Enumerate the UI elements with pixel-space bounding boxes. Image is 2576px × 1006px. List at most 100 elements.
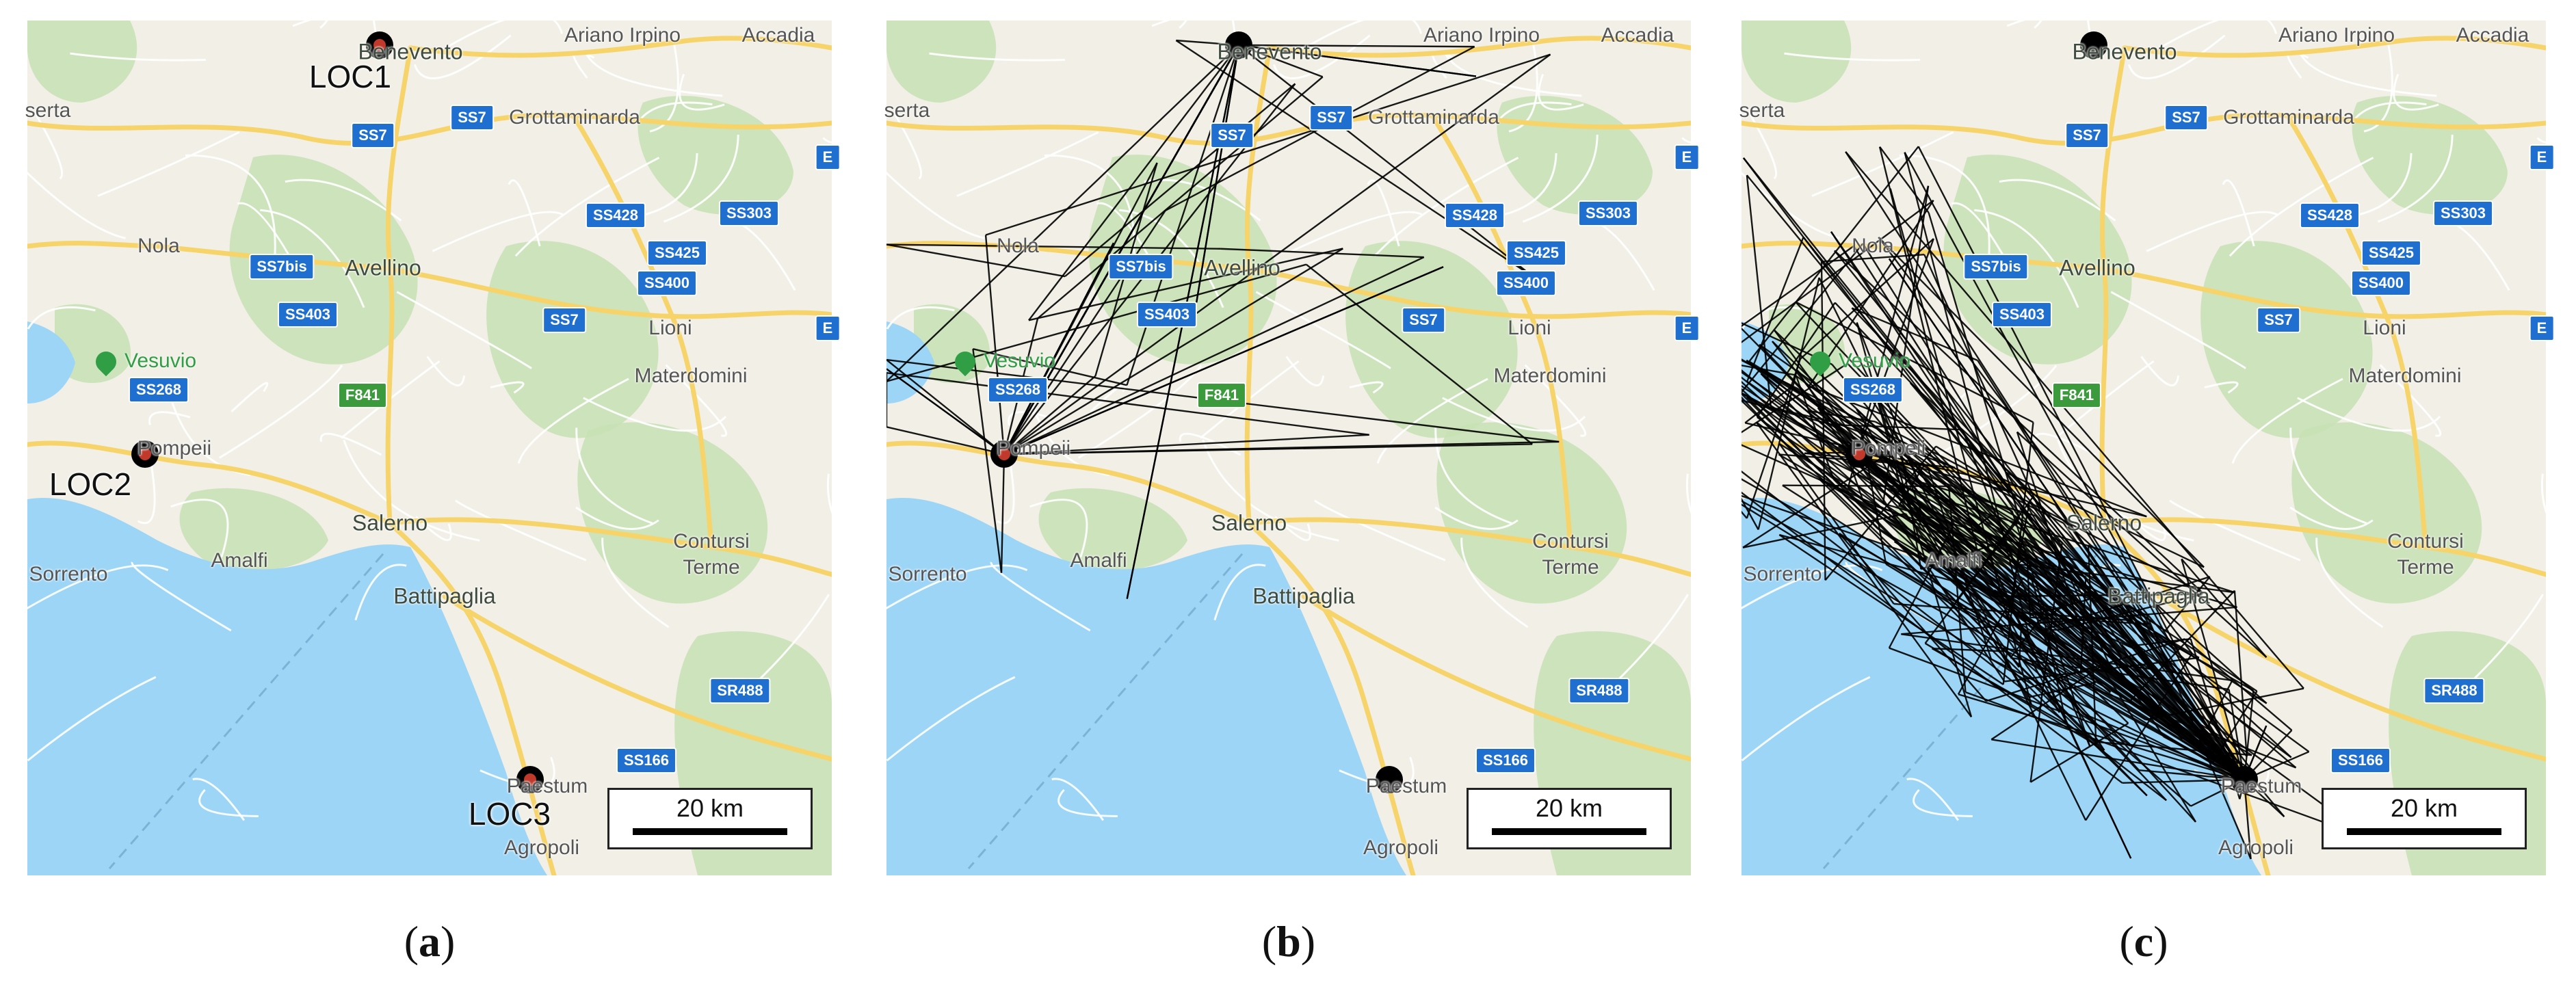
minor-road bbox=[27, 306, 96, 330]
place-label-materdomini: Materdomini bbox=[1493, 365, 1607, 387]
minor-road bbox=[2289, 427, 2367, 525]
road-shield-ss303: SS303 bbox=[718, 200, 780, 226]
scalebar-label: 20 km bbox=[2390, 794, 2458, 822]
trajectory-segment bbox=[1742, 243, 1864, 394]
trajectory-segment bbox=[1854, 238, 1934, 461]
marker-loc1[interactable] bbox=[1225, 31, 1252, 59]
marker-loc1-dot bbox=[373, 39, 386, 51]
minor-road bbox=[1906, 778, 1960, 821]
road-shield-ss7: SS7 bbox=[1402, 307, 1445, 333]
trajectory-segment bbox=[2120, 644, 2230, 755]
minor-road bbox=[415, 516, 452, 542]
minor-road bbox=[70, 52, 207, 62]
main-road bbox=[1742, 112, 2546, 146]
trajectory-segment bbox=[1028, 248, 1343, 321]
place-label-amalfi: Amalfi bbox=[1070, 549, 1127, 572]
trajectory-segment bbox=[1742, 365, 1796, 376]
main-road bbox=[1301, 594, 1691, 762]
minor-road bbox=[638, 101, 713, 122]
road-shield-f841: F841 bbox=[1196, 382, 1247, 408]
minor-road bbox=[601, 538, 670, 628]
trajectory-segment bbox=[1175, 40, 1535, 278]
road-shield-a16: E bbox=[815, 315, 841, 341]
minor-road bbox=[1442, 397, 1586, 432]
minor-road bbox=[1742, 171, 1840, 239]
park-area bbox=[27, 21, 137, 103]
trajectory-segment bbox=[1889, 188, 2032, 705]
road-shield-a16: E bbox=[2529, 315, 2555, 341]
main-road bbox=[2094, 265, 2546, 319]
trajectory-lines bbox=[1742, 146, 2371, 860]
minor-road bbox=[2157, 21, 2278, 50]
minor-road bbox=[2055, 360, 2155, 439]
trajectory-segment bbox=[1959, 484, 2063, 544]
minor-road bbox=[663, 134, 739, 223]
main-road bbox=[27, 112, 832, 146]
park-area bbox=[179, 488, 328, 571]
trajectory-segment bbox=[1003, 53, 1551, 455]
trajectory-segment bbox=[1742, 362, 1848, 434]
place-label-avellino: Avellino bbox=[2059, 255, 2135, 280]
minor-road bbox=[1367, 179, 1400, 247]
minor-road bbox=[1497, 101, 1572, 122]
road-shield-ss428: SS428 bbox=[1444, 202, 1506, 228]
trajectory-segment bbox=[1003, 266, 1444, 455]
park-area bbox=[2291, 422, 2482, 604]
marker-loc1[interactable] bbox=[2080, 31, 2107, 59]
road-shield-ss7: SS7 bbox=[351, 122, 395, 148]
place-label-terme: Terme bbox=[683, 556, 740, 579]
minor-road bbox=[583, 397, 727, 432]
trajectory-segment bbox=[1742, 512, 1906, 548]
sea-area bbox=[886, 498, 1406, 875]
poi-vesuvio[interactable]: Vesuvio bbox=[950, 347, 1055, 377]
trajectory-segment bbox=[1003, 375, 1096, 455]
minor-road bbox=[2146, 211, 2279, 252]
scalebar-line bbox=[2347, 828, 2501, 835]
map-c[interactable] bbox=[1742, 21, 2546, 875]
scalebar-line bbox=[633, 828, 787, 835]
road-shield-ss7: SS7 bbox=[1309, 105, 1353, 131]
trajectory-segment bbox=[2145, 687, 2304, 721]
minor-road bbox=[2315, 538, 2384, 628]
road-shield-a16: E bbox=[1674, 144, 1700, 170]
trajectory-segment bbox=[1196, 44, 1240, 303]
poi-vesuvio[interactable]: Vesuvio bbox=[1805, 347, 1910, 377]
trajectory-segment bbox=[1003, 440, 1560, 455]
main-road bbox=[1239, 265, 1691, 319]
minor-road bbox=[886, 564, 1028, 610]
park-area bbox=[1038, 488, 1187, 571]
trajectory-segment bbox=[2062, 522, 2245, 780]
marker-loc3[interactable] bbox=[2231, 766, 2258, 793]
place-label-benevento: Benevento bbox=[1217, 39, 1322, 64]
trajectory-segment bbox=[1856, 322, 1906, 504]
scalebar-c: 20 km bbox=[2322, 788, 2527, 849]
minor-road bbox=[198, 789, 259, 817]
trajectory-segment bbox=[1742, 369, 2245, 780]
place-label-salerno: Salerno bbox=[1211, 510, 1287, 535]
trajectory-segment bbox=[2079, 545, 2253, 771]
minor-road bbox=[679, 74, 725, 111]
road-shield-ss425: SS425 bbox=[646, 240, 708, 266]
road-shield-sr488: SR488 bbox=[2423, 678, 2485, 704]
minor-road bbox=[1119, 209, 1224, 308]
minor-road bbox=[1522, 134, 1599, 223]
minor-road bbox=[1784, 52, 1921, 62]
trajectory-segment bbox=[1742, 494, 1938, 564]
trajectory-segment bbox=[2006, 471, 2205, 568]
minor-road bbox=[479, 756, 555, 788]
poi-vesuvio[interactable]: Vesuvio bbox=[91, 347, 196, 377]
trajectory-segment bbox=[1838, 533, 1987, 702]
marker-loc3[interactable] bbox=[1376, 766, 1403, 793]
trajectory-segment bbox=[1917, 146, 2246, 780]
trajectory-segment bbox=[1238, 44, 1535, 278]
minor-road bbox=[2057, 439, 2194, 542]
place-label-agropoli: Agropoli bbox=[1363, 836, 1439, 859]
trajectory-segment bbox=[1759, 343, 2166, 632]
trajectory-segment bbox=[2181, 558, 2268, 658]
road-shield-ss303: SS303 bbox=[2432, 200, 2494, 226]
minor-road bbox=[2194, 756, 2270, 788]
place-label-battipaglia: Battipaglia bbox=[2107, 583, 2210, 609]
loc2-label: LOC2 bbox=[49, 466, 132, 502]
minor-road bbox=[2379, 364, 2442, 437]
main-road bbox=[387, 517, 832, 577]
